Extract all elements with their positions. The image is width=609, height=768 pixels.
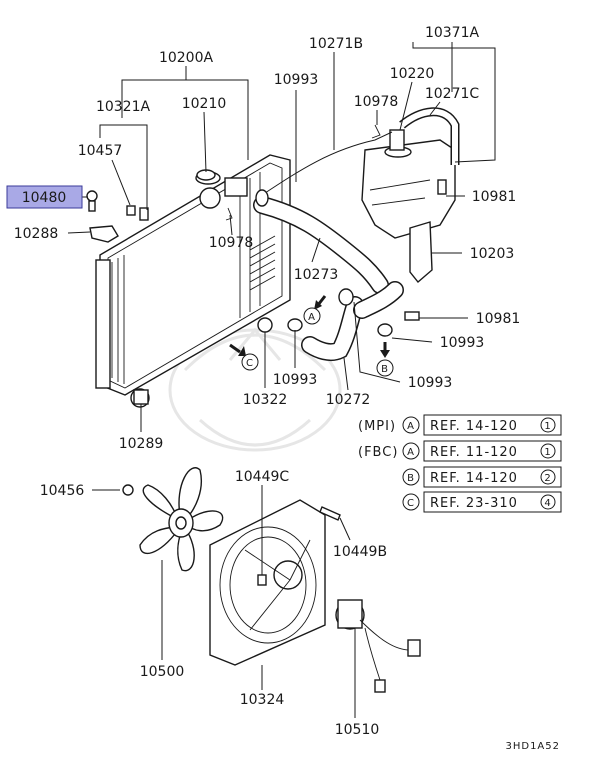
label-10993-left: 10993 [273, 372, 318, 388]
label-10200A: 10200A [159, 50, 214, 66]
svg-text:REF. 11-120: REF. 11-120 [430, 445, 518, 460]
svg-text:C: C [407, 498, 415, 509]
label-10978-top: 10978 [354, 94, 399, 110]
reference-row-2: (FBC) A REF. 11-120 1 [358, 440, 562, 462]
label-10978-mid: 10978 [209, 235, 254, 251]
label-10289: 10289 [119, 436, 164, 452]
label-10981-top: 10981 [472, 189, 517, 205]
label-10288: 10288 [14, 226, 59, 242]
label-10220: 10220 [390, 66, 435, 82]
svg-text:4: 4 [544, 498, 551, 509]
svg-text:A: A [407, 447, 415, 458]
marker-c1: C [241, 353, 259, 371]
reference-row-1: (MPI) A REF. 14-120 1 [358, 414, 562, 436]
svg-text:C: C [246, 358, 254, 369]
label-10500: 10500 [140, 664, 185, 680]
label-10273: 10273 [294, 267, 339, 283]
label-10993-r1: 10993 [440, 335, 485, 351]
label-10371A: 10371A [425, 25, 480, 41]
label-10324: 10324 [240, 692, 285, 708]
small-parts [86, 124, 447, 405]
label-10981-mid: 10981 [476, 311, 521, 327]
label-10456: 10456 [40, 483, 85, 499]
svg-text:B: B [407, 473, 415, 484]
label-10322: 10322 [243, 392, 288, 408]
watermark-emblem [168, 327, 342, 452]
diagram-code: 3HD1A52 [505, 741, 560, 752]
svg-text:REF. 23-310: REF. 23-310 [430, 496, 518, 511]
label-10993-top: 10993 [274, 72, 319, 88]
fan-shroud [209, 499, 341, 666]
label-10449B: 10449B [333, 544, 387, 560]
label-10271B: 10271B [309, 36, 363, 52]
svg-text:(FBC): (FBC) [358, 445, 398, 460]
label-10321A: 10321A [96, 99, 151, 115]
hoses [253, 107, 460, 362]
label-10210: 10210 [182, 96, 227, 112]
svg-text:(MPI): (MPI) [358, 419, 396, 434]
fan [139, 467, 224, 572]
svg-text:A: A [407, 421, 415, 432]
marker-b1: B [376, 359, 394, 377]
svg-text:B: B [381, 364, 389, 375]
leader-lines [67, 42, 496, 718]
svg-text:REF. 14-120: REF. 14-120 [430, 471, 518, 486]
svg-text:A: A [308, 312, 316, 323]
label-10510: 10510 [335, 722, 380, 738]
label-10993-r2: 10993 [408, 375, 453, 391]
flow-arrows [229, 295, 390, 358]
reference-row-4: C REF. 23-310 4 [402, 491, 562, 513]
label-10272: 10272 [326, 392, 371, 408]
marker-a1: A [303, 307, 321, 325]
fan-motor [335, 599, 421, 693]
svg-text:1: 1 [544, 421, 551, 432]
reference-table: (MPI) A REF. 14-120 1 (FBC) A REF. 11-12… [358, 414, 562, 513]
label-10449C: 10449C [235, 469, 290, 485]
part-labels: 10200A 10321A 10210 10457 10480 10288 10… [6, 25, 521, 738]
label-10480-highlight [6, 185, 83, 209]
reference-row-3: B REF. 14-120 2 [402, 466, 562, 488]
svg-text:1: 1 [544, 447, 551, 458]
label-10271C: 10271C [425, 86, 480, 102]
label-10203: 10203 [470, 246, 515, 262]
svg-text:REF. 14-120: REF. 14-120 [430, 419, 518, 434]
reserve-tank [361, 129, 456, 284]
label-10457: 10457 [78, 143, 123, 159]
label-10480: 10480 [22, 190, 67, 206]
svg-text:2: 2 [544, 473, 551, 484]
